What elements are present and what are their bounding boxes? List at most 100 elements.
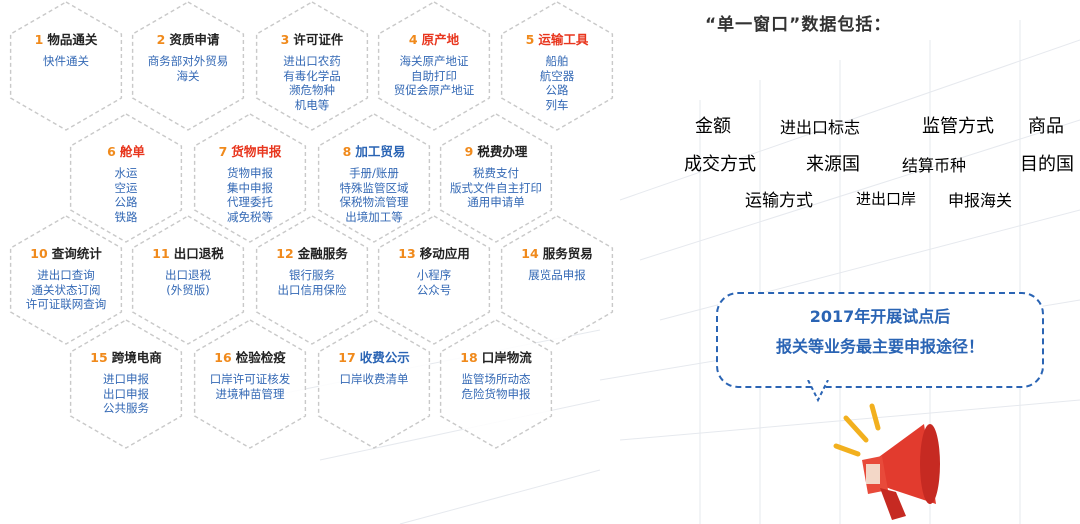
service-item: 公共服务 — [103, 401, 149, 415]
service-number: 6 — [107, 144, 116, 159]
service-item: 减免税等 — [227, 209, 273, 224]
service-items: 展览品申报 — [504, 268, 610, 283]
callout-line-2: 报关等业务最主要申报途径！ — [775, 337, 984, 356]
service-item: 通关状态订阅 — [31, 282, 101, 297]
service-item: (外贸版) — [166, 282, 210, 297]
service-label: 资质申请 — [169, 32, 220, 47]
service-label: 移动应用 — [419, 246, 470, 261]
service-item: 公路 — [545, 83, 569, 97]
keyword-origin-country: 来源国 — [806, 154, 860, 175]
service-item: 银行服务 — [289, 268, 335, 282]
service-number: 2 — [156, 32, 166, 47]
service-label: 许可证件 — [293, 32, 344, 47]
service-item: 通用申请单 — [467, 195, 525, 209]
service-item: 铁路 — [114, 209, 138, 224]
megaphone-icon — [833, 403, 940, 520]
service-number: 16 — [214, 350, 232, 365]
service-items: 口岸许可证核发进境种苗管理 — [197, 372, 303, 401]
service-label: 原产地 — [421, 32, 460, 47]
service-label: 货物申报 — [231, 144, 282, 159]
service-item: 小程序 — [416, 268, 452, 282]
keyword-amount: 金额 — [695, 116, 731, 137]
service-number: 4 — [408, 32, 418, 47]
service-item: 水运 — [114, 166, 138, 180]
service-item: 濒危物种 — [289, 83, 335, 97]
service-number: 8 — [342, 144, 352, 159]
service-number: 9 — [464, 144, 474, 159]
callout-line-1: 2017年开展试点后 — [809, 307, 951, 326]
service-number: 5 — [525, 32, 535, 47]
service-items: 商务部对外贸易海关 — [135, 54, 241, 83]
service-number: 12 — [276, 246, 294, 261]
service-item: 手册/账册 — [349, 166, 399, 180]
callout-tail — [807, 380, 829, 403]
service-items: 快件通关 — [13, 54, 119, 69]
service-item: 集中申报 — [227, 180, 273, 195]
service-number: 18 — [460, 350, 478, 365]
service-items: 监管场所动态危险货物申报 — [443, 372, 549, 401]
service-items: 船舶航空器公路列车 — [504, 54, 610, 112]
service-item: 列车 — [545, 97, 569, 112]
service-item: 贸促会原产地证 — [393, 83, 475, 97]
service-item: 监管场所动态 — [461, 372, 531, 386]
service-items: 进口申报出口申报公共服务 — [73, 372, 179, 416]
service-item: 版式文件自主打印 — [450, 180, 542, 195]
service-label: 运输工具 — [538, 32, 589, 47]
service-item: 口岸收费清单 — [339, 372, 409, 386]
service-label: 收费公示 — [359, 350, 410, 365]
keyword-transport-mode: 运输方式 — [745, 191, 813, 211]
service-item: 税费支付 — [473, 166, 519, 180]
service-items: 出口退税(外贸版) — [135, 268, 241, 297]
service-number: 10 — [30, 246, 48, 261]
service-item: 进口申报 — [103, 372, 149, 386]
callout-box: 2017年开展试点后 报关等业务最主要申报途径！ — [716, 292, 1044, 388]
service-label: 物品通关 — [47, 32, 98, 47]
service-item: 航空器 — [539, 68, 575, 83]
service-item: 商务部对外贸易 — [147, 54, 229, 68]
service-label: 检验检疫 — [235, 350, 286, 365]
service-item: 进境种苗管理 — [215, 386, 285, 401]
service-items: 手册/账册特殊监管区域保税物流管理出境加工等 — [321, 166, 427, 224]
service-item: 展览品申报 — [528, 268, 586, 282]
service-label: 出口退税 — [173, 246, 224, 261]
service-item: 海关原产地证 — [399, 54, 469, 68]
service-number: 17 — [338, 350, 356, 365]
service-label: 舱单 — [119, 144, 145, 159]
service-item: 出境加工等 — [345, 209, 403, 224]
service-label: 服务贸易 — [542, 246, 593, 261]
service-item: 保税物流管理 — [339, 195, 409, 209]
service-number: 13 — [398, 246, 416, 261]
keyword-supervision-mode: 监管方式 — [922, 116, 994, 137]
service-number: 1 — [34, 32, 44, 47]
service-item: 危险货物申报 — [461, 386, 531, 401]
service-item: 公路 — [114, 195, 138, 209]
service-item: 公众号 — [416, 282, 452, 297]
